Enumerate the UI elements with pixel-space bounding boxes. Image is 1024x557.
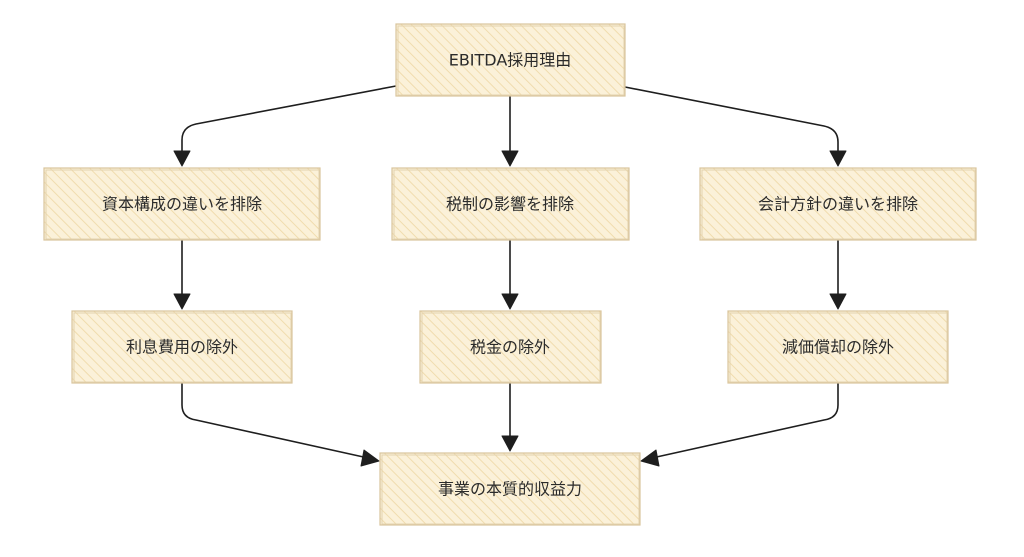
node-interest: 利息費用の除外 (71, 310, 293, 384)
arrowhead-accounting (829, 150, 847, 167)
arrowhead-tax (501, 293, 519, 310)
node-interest-label: 利息費用の除外 (126, 338, 238, 357)
node-root-label: EBITDA採用理由 (449, 51, 572, 70)
node-tax-label: 税金の除外 (470, 338, 550, 357)
edge-interest-to-result (181, 382, 369, 459)
arrowhead-depreciation (829, 293, 847, 310)
node-capital-label: 資本構成の違いを排除 (102, 195, 262, 214)
arrowhead-result-right (640, 449, 660, 467)
arrowhead-result-middle (501, 435, 519, 452)
arrowhead-result-left (360, 449, 380, 467)
arrowhead-capital (173, 150, 191, 167)
edge-root-to-accounting (624, 86, 839, 155)
node-accounting: 会計方針の違いを排除 (699, 167, 977, 241)
arrowhead-tax-effect (501, 150, 519, 167)
edge-root-to-capital (181, 85, 397, 155)
node-tax: 税金の除外 (419, 310, 602, 384)
node-root: EBITDA採用理由 (395, 23, 626, 97)
node-accounting-label: 会計方針の違いを排除 (758, 195, 918, 214)
node-tax-effect: 税制の影響を排除 (391, 167, 630, 241)
node-capital: 資本構成の違いを排除 (43, 167, 321, 241)
node-result: 事業の本質的収益力 (379, 452, 641, 526)
node-result-label: 事業の本質的収益力 (438, 480, 582, 499)
edges (173, 85, 847, 467)
edge-depreciation-to-result (651, 382, 839, 459)
node-tax-effect-label: 税制の影響を排除 (446, 195, 574, 214)
node-depreciation-label: 減価償却の除外 (782, 338, 894, 357)
arrowhead-interest (173, 293, 191, 310)
node-depreciation: 減価償却の除外 (727, 310, 949, 384)
